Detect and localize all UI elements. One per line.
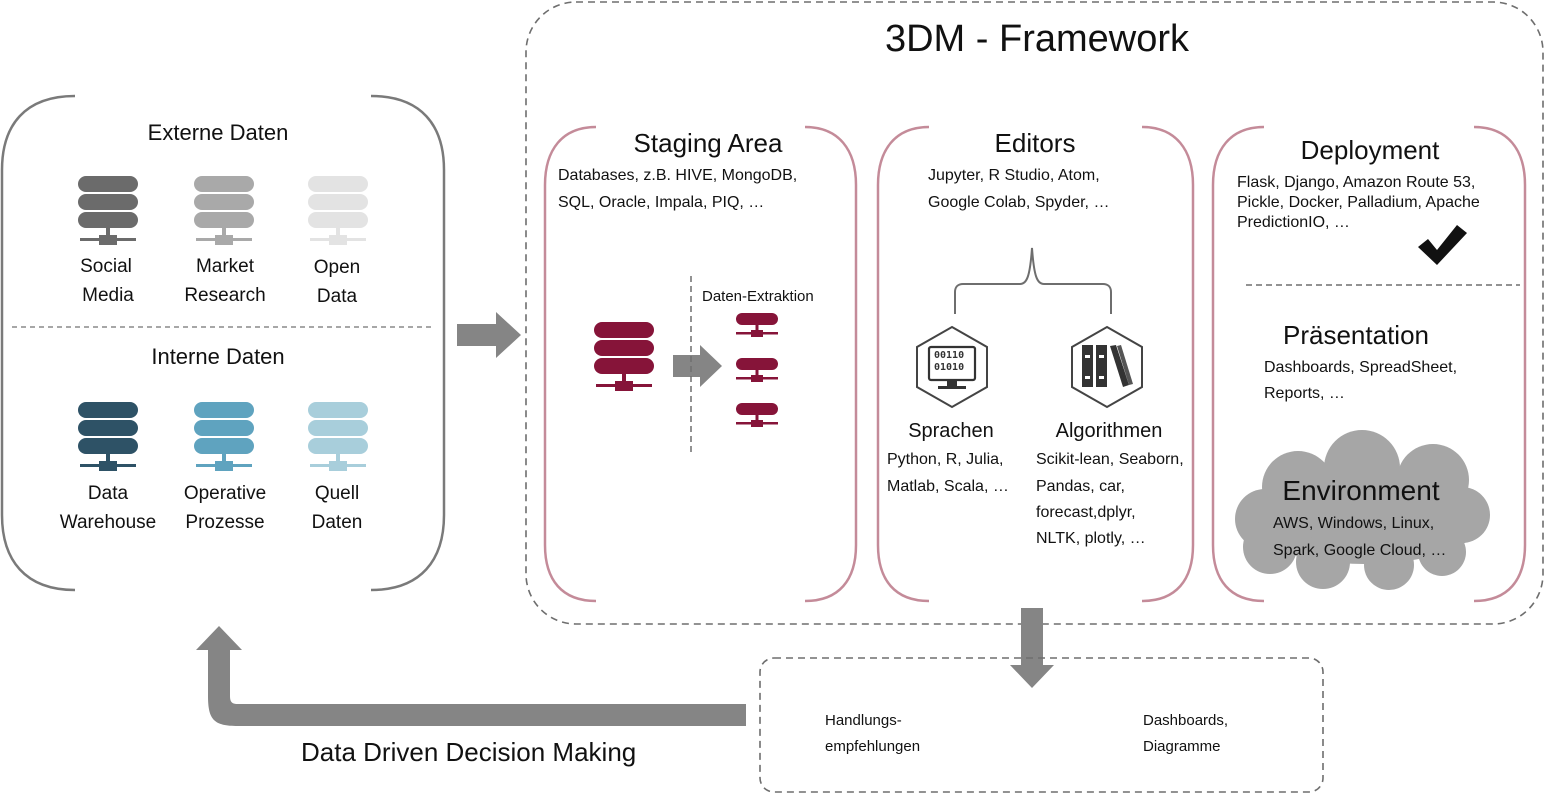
data-warehouse-database-icon bbox=[78, 402, 138, 471]
extracted-database-icon bbox=[736, 403, 778, 427]
code-line: 00110 bbox=[934, 350, 965, 361]
extraction-arrow-icon bbox=[673, 345, 722, 387]
staging-title: Staging Area bbox=[633, 128, 783, 158]
source-label: Open bbox=[313, 257, 361, 278]
source-label: Quell bbox=[314, 483, 360, 504]
algorithms-line: forecast,dplyr, bbox=[1036, 504, 1136, 521]
source-label: Data bbox=[87, 483, 129, 504]
feedback-label: Data Driven Decision Making bbox=[301, 737, 637, 767]
output-right-line: Diagramme bbox=[1143, 738, 1221, 755]
monitor-code-icon bbox=[916, 325, 988, 409]
deployment-title: Deployment bbox=[1300, 135, 1440, 165]
deployment-line: PredictionIO, … bbox=[1237, 214, 1350, 231]
output-box bbox=[759, 657, 1324, 793]
languages-line: Matlab, Scala, … bbox=[887, 478, 1009, 495]
editors-title: Editors bbox=[994, 128, 1076, 158]
source-label: Prozesse bbox=[185, 512, 265, 533]
algorithms-title: Algorithmen bbox=[1055, 420, 1163, 442]
languages-line: Python, R, Julia, bbox=[887, 451, 1004, 468]
internal-data-title: Interne Daten bbox=[151, 344, 285, 369]
source-label: Data bbox=[316, 286, 358, 307]
quell-daten-database-icon bbox=[308, 402, 368, 471]
output-right-line: Dashboards, bbox=[1143, 712, 1229, 729]
code-text: 00110 01010 bbox=[934, 350, 964, 374]
presentation-line: Dashboards, SpreadSheet, bbox=[1264, 359, 1458, 376]
checkmark-icon bbox=[1418, 225, 1467, 265]
editors-brace bbox=[954, 247, 1112, 314]
extracted-database-icon bbox=[736, 358, 778, 382]
staging-line: SQL, Oracle, Impala, PIQ, … bbox=[558, 194, 765, 211]
source-label: Market bbox=[195, 256, 255, 277]
feedback-arrow-icon bbox=[196, 626, 746, 726]
sources-bracket bbox=[0, 94, 446, 592]
environment-line: AWS, Windows, Linux, bbox=[1273, 515, 1435, 532]
arrow-right-icon bbox=[457, 312, 521, 358]
social-media-database-icon bbox=[78, 176, 138, 245]
staging-bracket bbox=[543, 125, 858, 603]
operative-prozesse-database-icon bbox=[194, 402, 254, 471]
arrow-down-icon bbox=[1010, 608, 1054, 688]
source-label: Operative bbox=[183, 483, 267, 504]
environment-title: Environment bbox=[1282, 475, 1440, 506]
source-label: Daten bbox=[311, 512, 363, 533]
cloud-icon bbox=[1235, 430, 1490, 590]
market-research-database-icon bbox=[194, 176, 254, 245]
presentation-line: Reports, … bbox=[1264, 385, 1345, 402]
editors-line: Jupyter, R Studio, Atom, bbox=[928, 167, 1100, 184]
editors-line: Google Colab, Spyder, … bbox=[928, 194, 1110, 211]
source-label: Media bbox=[82, 285, 134, 306]
staging-database-icon bbox=[594, 322, 654, 391]
framework-title: 3DM - Framework bbox=[884, 18, 1190, 60]
environment-line: Spark, Google Cloud, … bbox=[1273, 542, 1447, 559]
open-data-database-icon bbox=[308, 176, 368, 245]
algorithms-line: NLTK, plotly, … bbox=[1036, 530, 1146, 547]
algorithms-line: Pandas, car, bbox=[1036, 478, 1125, 495]
editors-bracket bbox=[876, 125, 1195, 603]
deployment-line: Pickle, Docker, Palladium, Apache bbox=[1237, 194, 1480, 211]
languages-title: Sprachen bbox=[908, 420, 994, 442]
source-label: Warehouse bbox=[59, 512, 157, 533]
books-icon bbox=[1071, 325, 1143, 409]
presentation-title: Präsentation bbox=[1283, 320, 1429, 350]
deployment-bracket bbox=[1211, 125, 1527, 603]
algorithms-line: Scikit-lean, Seaborn, bbox=[1036, 451, 1184, 468]
staging-line: Databases, z.B. HIVE, MongoDB, bbox=[558, 167, 798, 184]
output-left-line: empfehlungen bbox=[825, 738, 921, 755]
code-line: 01010 bbox=[934, 362, 965, 373]
output-left-line: Handlungs- bbox=[825, 712, 902, 729]
source-label: Social bbox=[80, 256, 132, 277]
source-label: Research bbox=[184, 285, 266, 306]
extraction-label: Daten-Extraktion bbox=[702, 288, 814, 305]
external-data-title: Externe Daten bbox=[147, 120, 289, 145]
extracted-database-icon bbox=[736, 313, 778, 337]
deployment-line: Flask, Django, Amazon Route 53, bbox=[1237, 174, 1476, 191]
